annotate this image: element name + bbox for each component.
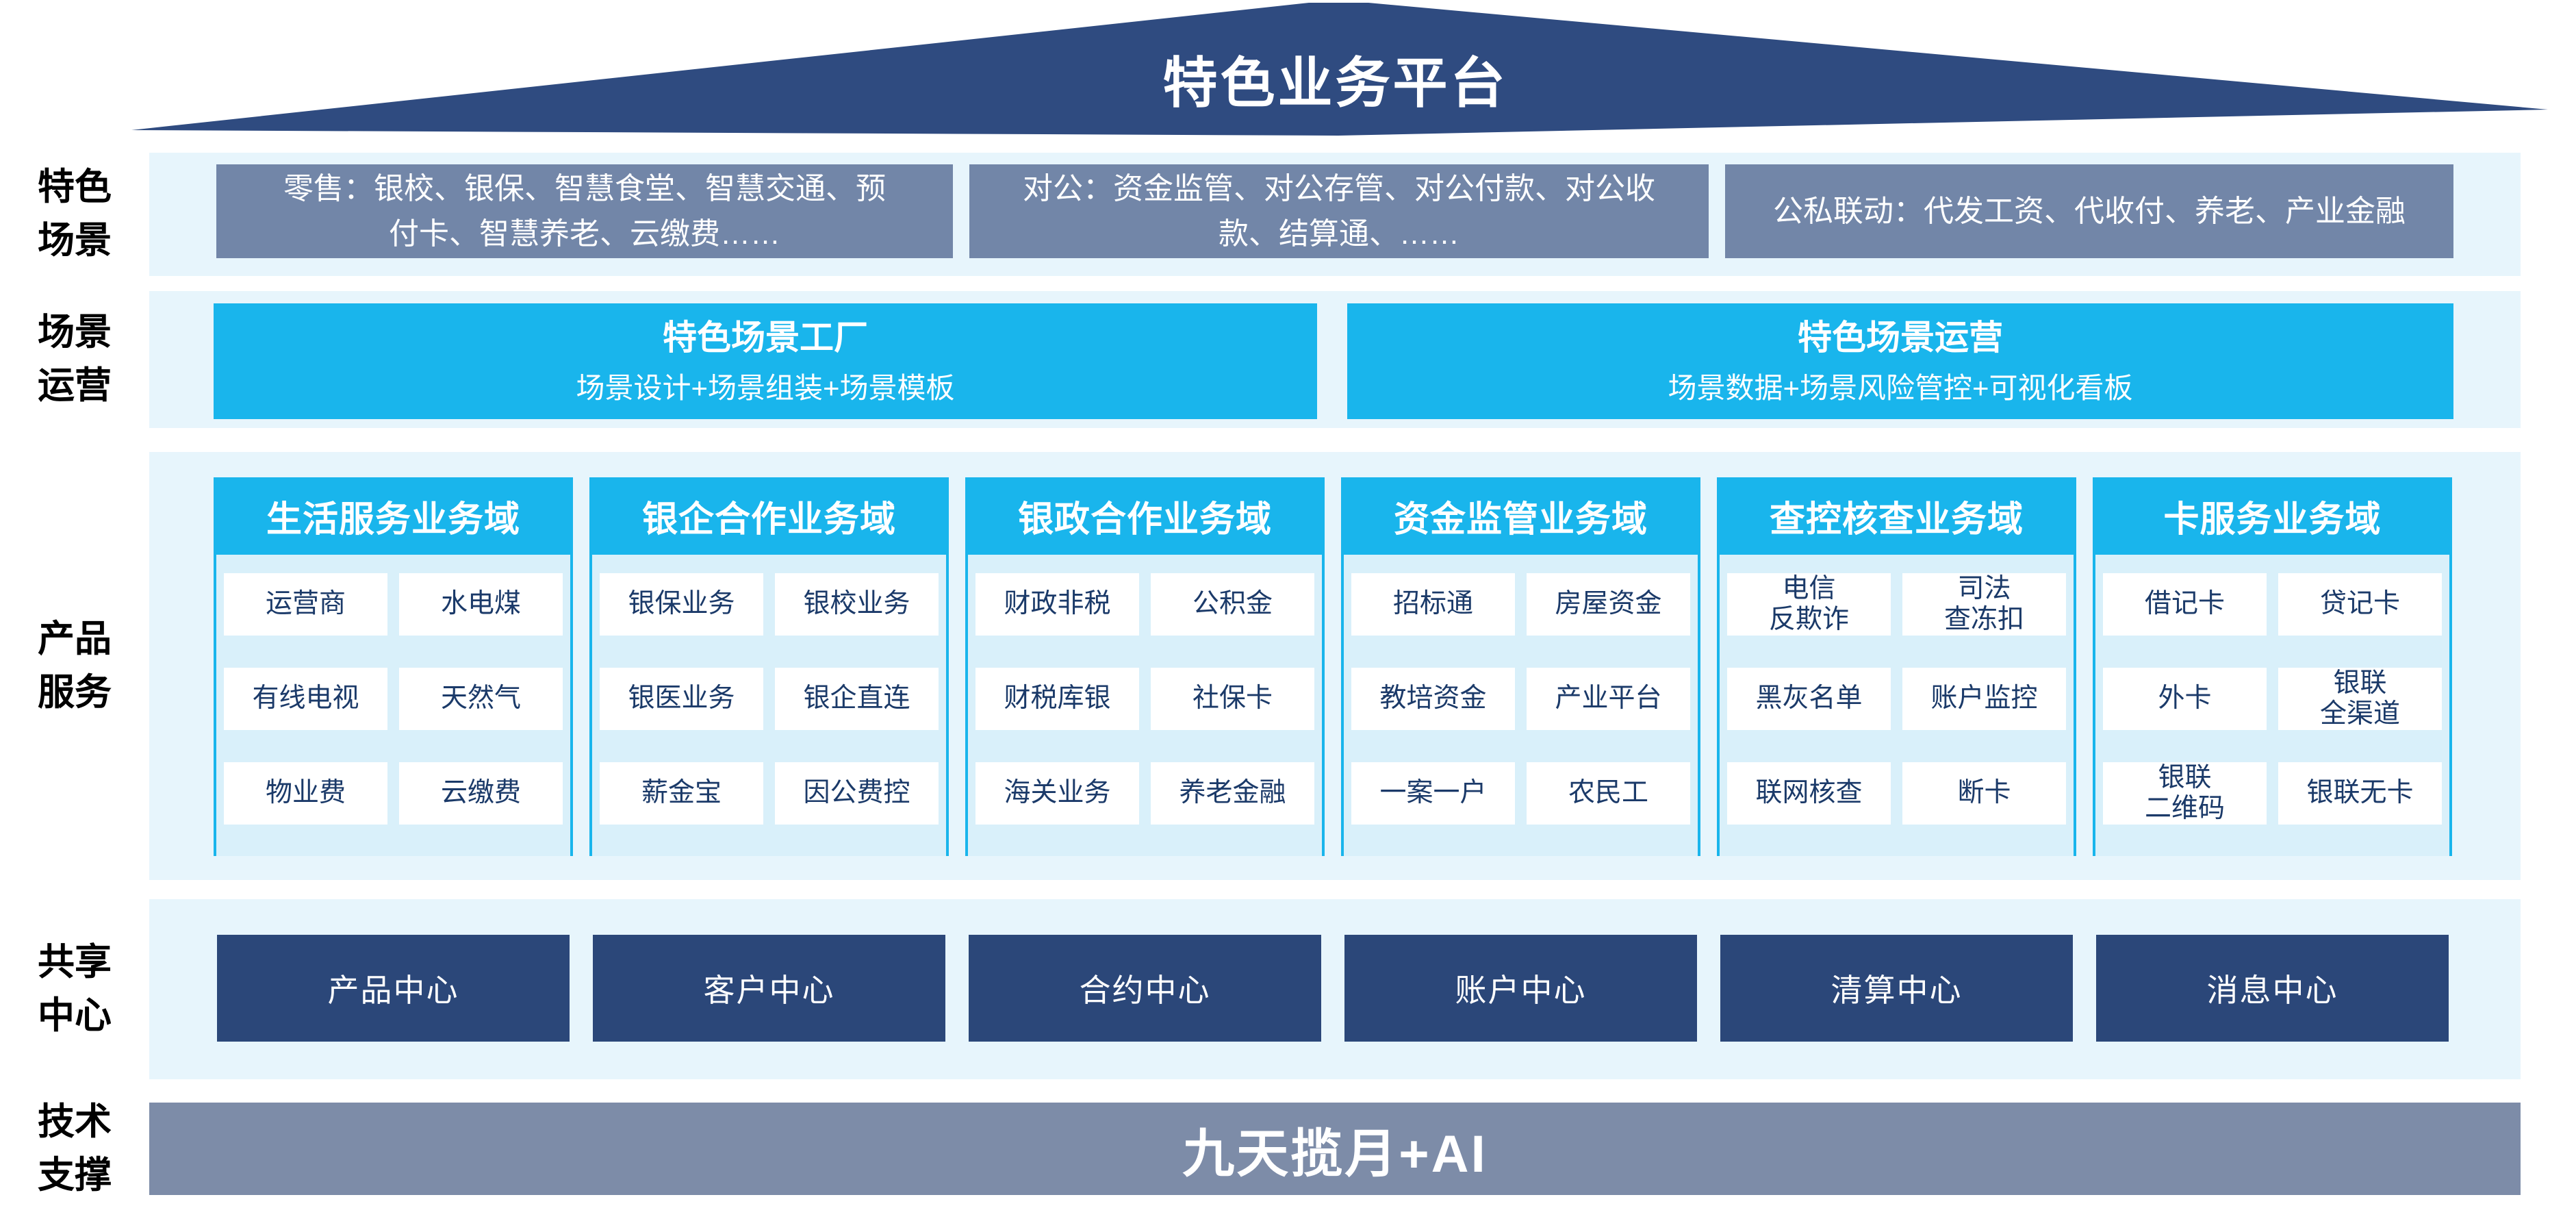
center-box-customer: 客户中心 [593,935,945,1042]
domain-title: 查控核查业务域 [1717,477,2076,555]
band-shared: 产品中心 客户中心 合约中心 账户中心 清算中心 消息中心 [149,899,2521,1079]
scene-box-corporate: 对公：资金监管、对公存管、对公付款、对公收款、结算通、…… [969,164,1709,258]
product-cell: 社保卡 [1151,668,1314,730]
product-cell: 断卡 [1902,762,2066,825]
ops-box-scene-factory: 特色场景工厂 场景设计+场景组装+场景模板 [214,303,1317,419]
row-label-shared: 共享 中心 [38,941,112,1036]
product-cell: 招标通 [1351,573,1515,636]
band-operations: 特色场景工厂 场景设计+场景组装+场景模板 特色场景运营 场景数据+场景风险管控… [149,291,2521,428]
domain-title: 卡服务业务域 [2093,477,2452,555]
product-cell: 账户监控 [1902,668,2066,730]
scene-box-retail: 零售：银校、银保、智慧食堂、智慧交通、预付卡、智慧养老、云缴费…… [216,164,953,258]
product-cell: 银医业务 [600,668,763,730]
ops-box-scene-operation: 特色场景运营 场景数据+场景风险管控+可视化看板 [1347,303,2453,419]
domain-panel-bank-government: 银政合作业务域 财政非税 公积金 财税库银 社保卡 海关业务 养老金融 [965,477,1325,856]
center-box-clearing: 清算中心 [1720,935,2073,1042]
domain-panel-inquiry-control: 查控核查业务域 电信 反欺诈 司法 查冻扣 黑灰名单 账户监控 联网核查 断卡 [1717,477,2076,856]
product-cell: 养老金融 [1151,762,1314,825]
domain-cells: 借记卡 贷记卡 外卡 银联 全渠道 银联 二维码 银联无卡 [2095,555,2449,856]
domain-cells: 运营商 水电煤 有线电视 天然气 物业费 云缴费 [216,555,570,856]
domain-title: 银政合作业务域 [965,477,1325,555]
ops-box-subtitle: 场景设计+场景组装+场景模板 [576,371,955,404]
product-cell: 银企直连 [775,668,939,730]
domain-panel-life-services: 生活服务业务域 运营商 水电煤 有线电视 天然气 物业费 云缴费 [214,477,573,856]
domain-cells: 银保业务 银校业务 银医业务 银企直连 薪金宝 因公费控 [592,555,946,856]
band-scenes: 零售：银校、银保、智慧食堂、智慧交通、预付卡、智慧养老、云缴费…… 对公：资金监… [149,153,2521,276]
product-cell: 财税库银 [975,668,1139,730]
product-cell: 外卡 [2103,668,2267,730]
product-cell: 银保业务 [600,573,763,636]
product-cell: 运营商 [224,573,387,636]
row-label-products: 产品 服务 [38,618,112,713]
product-cell: 银联无卡 [2278,762,2442,825]
product-cell: 司法 查冻扣 [1902,573,2066,636]
product-cell: 联网核查 [1727,762,1891,825]
product-cell: 银联 二维码 [2103,762,2267,825]
platform-title: 特色业务平台 [1162,53,1508,114]
roof-shape [131,3,2548,136]
product-cell: 农民工 [1527,762,1690,825]
product-cell: 一案一户 [1351,762,1515,825]
domain-panel-card-services: 卡服务业务域 借记卡 贷记卡 外卡 银联 全渠道 银联 二维码 银联无卡 [2093,477,2452,856]
domain-panel-bank-enterprise: 银企合作业务域 银保业务 银校业务 银医业务 银企直连 薪金宝 因公费控 [589,477,949,856]
product-cell: 产业平台 [1527,668,1690,730]
product-cell: 银校业务 [775,573,939,636]
product-cell: 云缴费 [399,762,563,825]
product-cell: 物业费 [224,762,387,825]
center-box-account: 账户中心 [1344,935,1697,1042]
product-cell: 天然气 [399,668,563,730]
row-label-tech: 技术 支撑 [38,1101,112,1196]
product-cell: 水电煤 [399,573,563,636]
scene-box-public-private: 公私联动：代发工资、代收付、养老、产业金融 [1725,164,2453,258]
row-label-operations: 场景 运营 [38,312,112,406]
domain-title: 银企合作业务域 [589,477,949,555]
product-cell: 公积金 [1151,573,1314,636]
center-box-contract: 合约中心 [969,935,1321,1042]
product-cell: 财政非税 [975,573,1139,636]
domain-cells: 财政非税 公积金 财税库银 社保卡 海关业务 养老金融 [968,555,1322,856]
product-cell: 海关业务 [975,762,1139,825]
domain-cells: 招标通 房屋资金 教培资金 产业平台 一案一户 农民工 [1344,555,1698,856]
product-cell: 黑灰名单 [1727,668,1891,730]
product-cell: 银联 全渠道 [2278,668,2442,730]
ops-box-subtitle: 场景数据+场景风险管控+可视化看板 [1668,371,2133,404]
product-cell: 因公费控 [775,762,939,825]
band-products: 生活服务业务域 运营商 水电煤 有线电视 天然气 物业费 云缴费 银企合作业务域… [149,452,2521,880]
domain-cells: 电信 反欺诈 司法 查冻扣 黑灰名单 账户监控 联网核查 断卡 [1720,555,2074,856]
product-cell: 房屋资金 [1527,573,1690,636]
row-label-scenes: 特色 场景 [38,166,112,261]
domain-panel-fund-supervision: 资金监管业务域 招标通 房屋资金 教培资金 产业平台 一案一户 农民工 [1341,477,1700,856]
domain-title: 资金监管业务域 [1341,477,1700,555]
product-cell: 教培资金 [1351,668,1515,730]
product-cell: 贷记卡 [2278,573,2442,636]
center-box-message: 消息中心 [2096,935,2449,1042]
ops-box-title: 特色场景工厂 [663,318,868,357]
product-cell: 薪金宝 [600,762,763,825]
domain-title: 生活服务业务域 [214,477,573,555]
product-cell: 借记卡 [2103,573,2267,636]
roof-polygon [131,3,2548,136]
product-cell: 电信 反欺诈 [1727,573,1891,636]
product-cell: 有线电视 [224,668,387,730]
ops-box-title: 特色场景运营 [1798,318,2003,357]
center-box-product: 产品中心 [217,935,570,1042]
tech-support-bar: 九天揽月+AI [149,1103,2521,1195]
